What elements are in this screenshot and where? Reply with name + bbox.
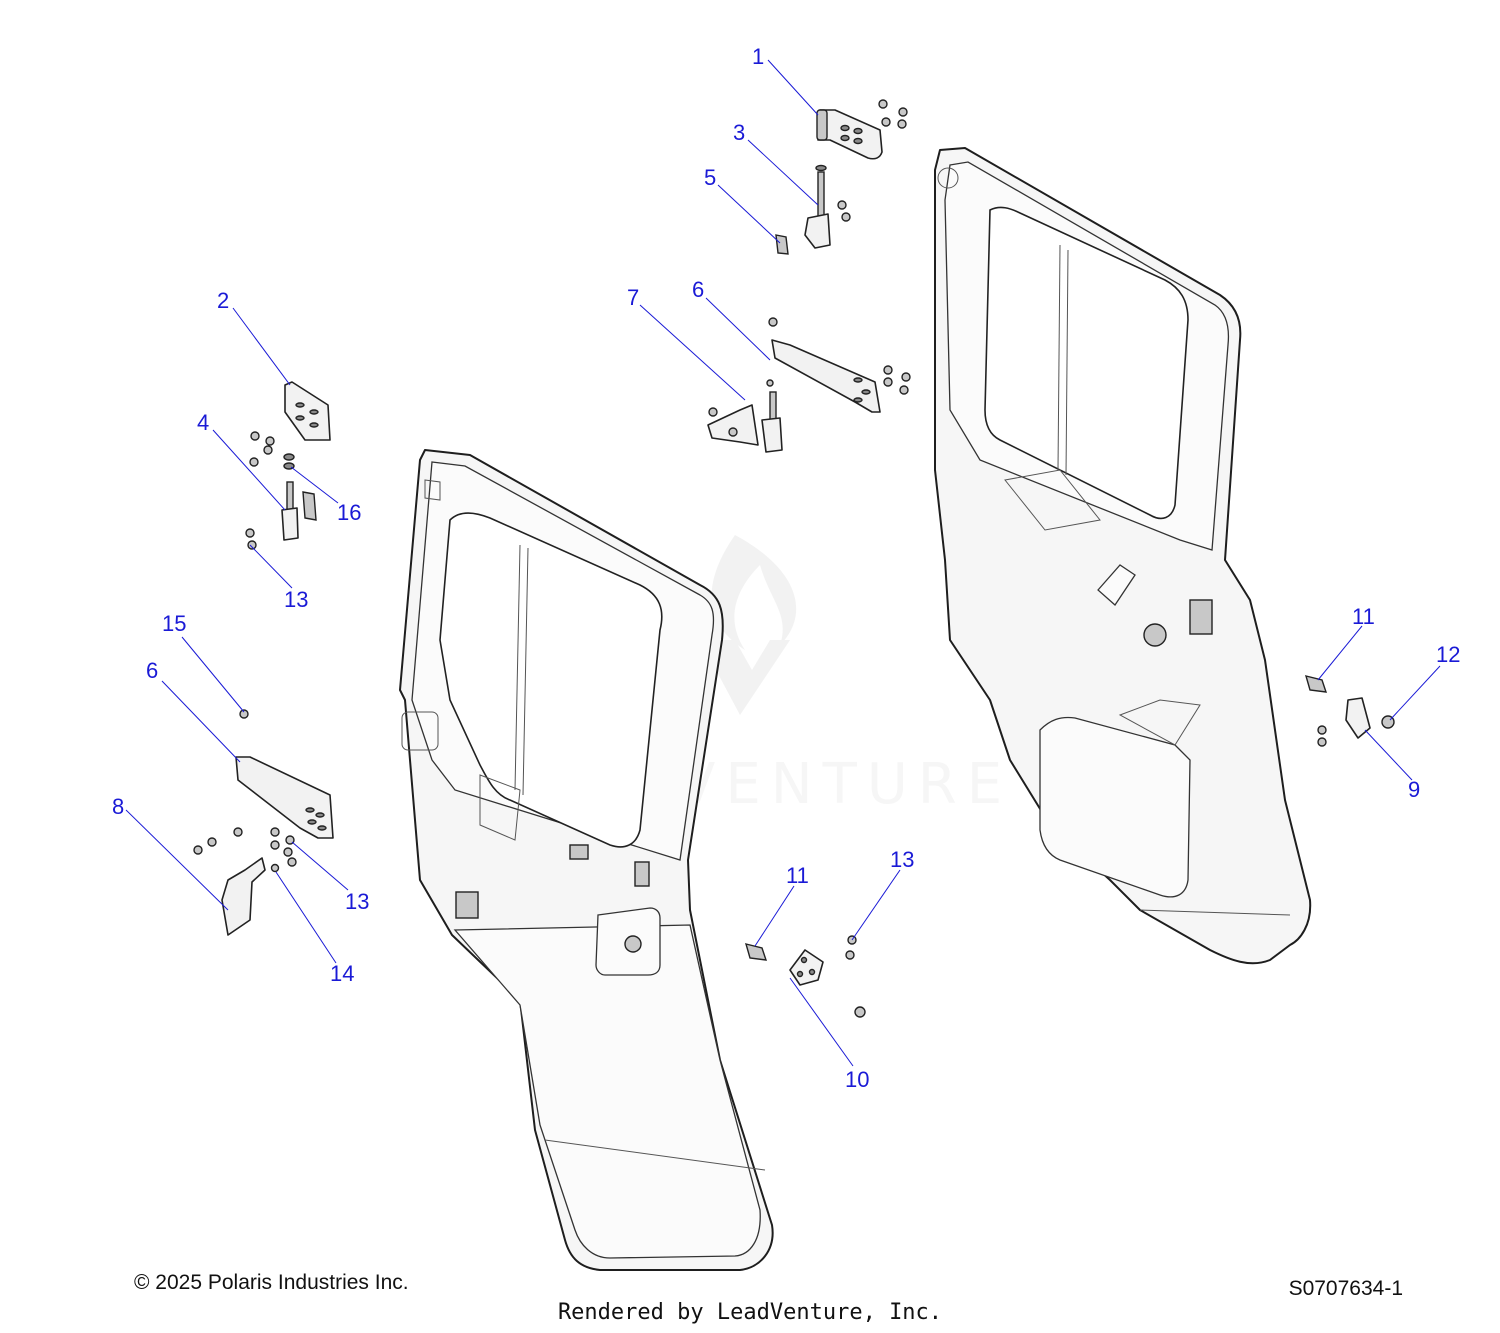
bolt-cluster-10	[845, 935, 857, 960]
callout-13-lower: 13	[345, 889, 369, 914]
callout-12: 12	[1436, 642, 1460, 667]
nut-10	[854, 1006, 866, 1018]
bolt-cluster-2	[249, 431, 275, 467]
striker-11-right	[1304, 675, 1328, 693]
bolt-cluster-6	[883, 365, 911, 395]
washer-16	[302, 491, 317, 521]
rendered-by-text: Rendered by LeadVenture, Inc.	[557, 1300, 943, 1325]
callout-8: 8	[112, 794, 124, 819]
callout-11-center: 11	[786, 863, 809, 888]
hinge-pin-4	[281, 453, 299, 541]
hinge-arm-6-upper	[768, 317, 881, 413]
callout-3: 3	[733, 120, 745, 145]
callout-6-upper: 6	[692, 277, 704, 302]
front-door-panel	[399, 449, 774, 1271]
striker-11-center	[744, 943, 768, 961]
callout-13-right: 13	[890, 847, 914, 872]
rear-door-panel	[934, 147, 1312, 965]
nut-14	[270, 863, 280, 873]
callout-15: 15	[162, 611, 186, 636]
nut-15	[239, 709, 249, 719]
callout-14: 14	[330, 961, 354, 986]
callout-11-right: 11	[1352, 604, 1375, 629]
hinge-upper-rear	[816, 109, 883, 160]
hinge-pin-3	[804, 164, 851, 249]
callout-9: 9	[1408, 777, 1420, 802]
latch-bracket-9	[1345, 697, 1371, 739]
callout-10: 10	[845, 1067, 869, 1092]
callout-5: 5	[704, 165, 716, 190]
leader-lines	[125, 59, 1441, 1067]
bolt-cluster-13-upper	[245, 528, 257, 550]
callout-labels: 1 2 3 4 5 6 7 6 8 9 10 11 11 12 13 13 13…	[112, 44, 1460, 1092]
callout-1: 1	[752, 44, 764, 69]
hinge-arm-6-lower	[235, 756, 334, 839]
bolt-cluster-13-lower	[193, 827, 295, 857]
callout-16: 16	[337, 500, 361, 525]
callout-2: 2	[217, 288, 229, 313]
hinge-bracket-7	[707, 379, 783, 453]
callout-6-lower: 6	[146, 658, 158, 683]
callout-7: 7	[627, 285, 639, 310]
hinge-bracket-8	[221, 857, 297, 936]
bolt-cluster-9	[1317, 725, 1327, 747]
latch-bracket-10	[789, 949, 824, 986]
callout-13-upper: 13	[284, 587, 308, 612]
bracket-5	[775, 234, 789, 255]
callout-4: 4	[197, 410, 209, 435]
bolt-cluster-1	[878, 99, 908, 129]
diagram-id: S0707634-1	[1288, 1277, 1403, 1300]
hinge-upper-front	[284, 381, 331, 441]
copyright-text: © 2025 Polaris Industries Inc.	[134, 1271, 409, 1294]
